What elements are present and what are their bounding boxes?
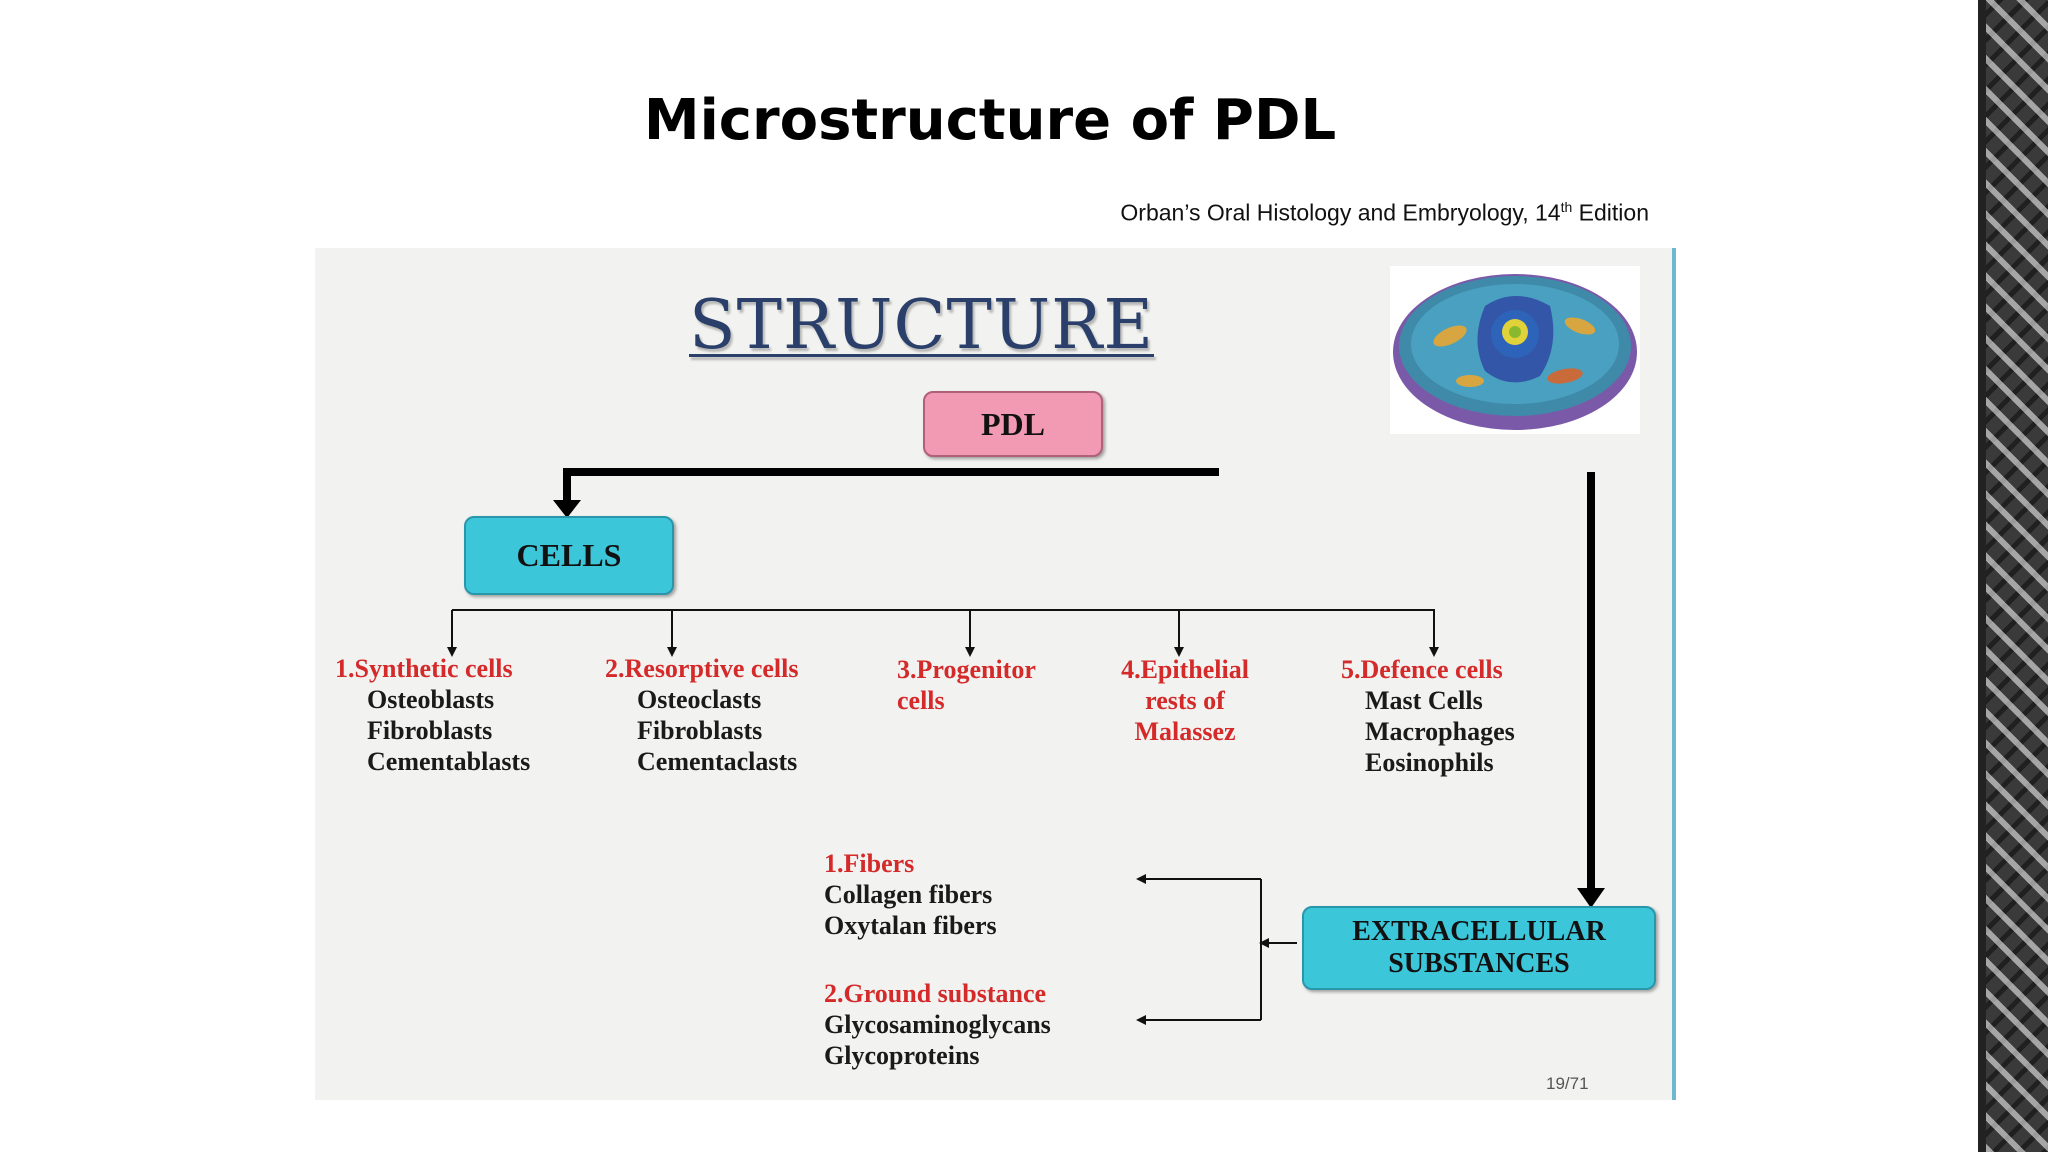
extracellular-group-heading: 1.Fibers: [824, 849, 915, 878]
cell-group-synthetic: 1.Synthetic cells Osteoblasts Fibroblast…: [335, 653, 530, 777]
cell-group-heading: 1.Synthetic cells: [335, 654, 513, 683]
cell-group-heading-line: 3.Progenitor: [897, 655, 1036, 684]
cell-type: Mast Cells: [1365, 686, 1483, 715]
citation-prefix: Orban’s Oral Histology and Embryology, 1…: [1120, 199, 1561, 226]
extracellular-item: Oxytalan fibers: [824, 911, 997, 940]
pdl-box: PDL: [923, 391, 1103, 457]
cell-type: Fibroblasts: [637, 716, 763, 745]
cell-group-resorptive: 2.Resorptive cells Osteoclasts Fibroblas…: [605, 653, 799, 777]
animal-cell-icon: [1390, 266, 1640, 434]
connector-lines: [447, 468, 1605, 1025]
citation-suffix: Edition: [1572, 199, 1649, 226]
extracellular-item: Glycoproteins: [824, 1041, 980, 1070]
citation-superscript: th: [1560, 199, 1573, 215]
extracellular-group-heading: 2.Ground substance: [824, 979, 1047, 1008]
cell-group-heading-line: 4.Epithelial: [1121, 655, 1249, 684]
cell-group-heading-line: Malassez: [1134, 717, 1236, 746]
extracellular-item: Glycosaminoglycans: [824, 1010, 1051, 1039]
extracellular-box: EXTRACELLULAR SUBSTANCES: [1302, 906, 1656, 990]
cell-group-progenitor: 3.Progenitor cells: [897, 654, 1036, 716]
cell-type: Cementablasts: [367, 747, 531, 776]
extracellular-box-line: SUBSTANCES: [1388, 948, 1570, 979]
extracellular-group-ground-substance: 2.Ground substance Glycosaminoglycans Gl…: [824, 978, 1051, 1071]
slide-title: Microstructure of PDL: [643, 88, 1337, 153]
cell-group-heading-line: rests of: [1145, 686, 1225, 715]
extracellular-item: Collagen fibers: [824, 880, 993, 909]
extracellular-box-line: EXTRACELLULAR: [1352, 916, 1606, 947]
extracellular-arrowhead: [1577, 888, 1605, 908]
cell-type: Osteoclasts: [637, 685, 762, 714]
citation: Orban’s Oral Histology and Embryology, 1…: [1120, 199, 1649, 227]
cell-type: Cementaclasts: [637, 747, 798, 776]
cell-type: Osteoblasts: [367, 685, 495, 714]
structure-heading: STRUCTURE: [689, 286, 1154, 365]
cells-arrowhead: [553, 500, 581, 518]
cell-group-epithelial: 4.Epithelial rests of Malassez: [1100, 654, 1270, 747]
cell-group-heading: 2.Resorptive cells: [605, 654, 799, 683]
cells-box: CELLS: [464, 516, 674, 595]
extracellular-group-fibers: 1.Fibers Collagen fibers Oxytalan fibers: [824, 848, 997, 941]
edge-bar: [1978, 0, 1986, 1152]
structure-figure: STRUCTURE PDL CELLS 1.Synthetic cells Os…: [315, 248, 1676, 1100]
cell-group-heading: 5.Defence cells: [1341, 655, 1503, 684]
cell-type: Eosinophils: [1365, 748, 1494, 777]
main-branch-line: [563, 468, 1219, 504]
page-number: 19/71: [1546, 1074, 1589, 1093]
cell-group-defence: 5.Defence cells Mast Cells Macrophages E…: [1341, 654, 1515, 778]
cell-group-heading-line: cells: [897, 686, 945, 715]
edge-pattern: [1986, 0, 2048, 1152]
cell-type: Fibroblasts: [367, 716, 493, 745]
cell-type: Macrophages: [1365, 717, 1515, 746]
